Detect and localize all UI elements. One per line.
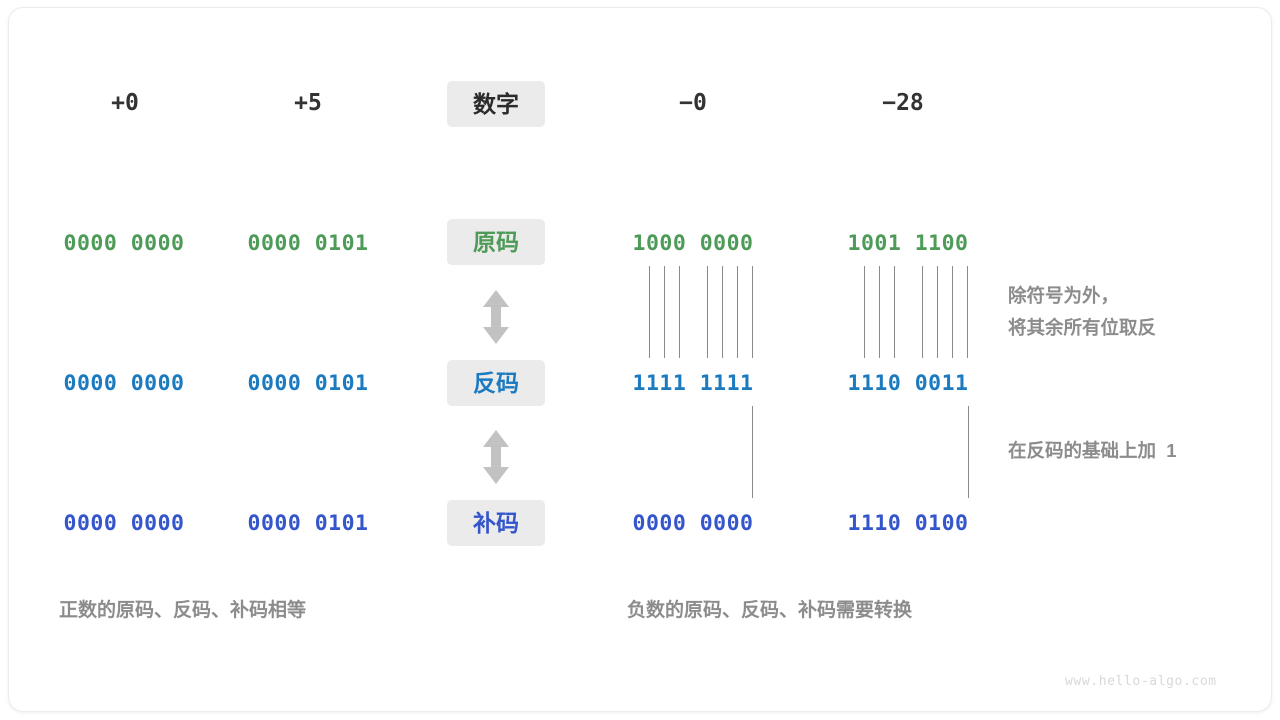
connector-line [679,266,680,358]
diagram-card [9,8,1271,711]
connector-line [879,266,880,358]
annotation-add-one: 在反码的基础上加 1 [1008,440,1177,461]
column-header-minus-twentyeight: −28 [882,90,924,116]
row-label-yuan: 原码 [447,219,545,265]
connector-line [752,266,753,358]
connector-line [752,406,753,498]
row-label-bu: 补码 [447,500,545,546]
connector-line [894,266,895,358]
annotation-invert-bits-line1: 除符号为外， [1008,285,1120,306]
connector-line [664,266,665,358]
row-label-fan: 反码 [447,360,545,406]
value-bu-minus-zero: 0000 0000 [632,511,754,536]
value-fan-minus-twentyeight: 1110 0011 [847,371,969,396]
column-header-minus-zero: −0 [679,90,707,116]
value-yuan-minus-twentyeight: 1001 1100 [847,231,969,256]
column-header-plus-five: +5 [294,90,322,116]
value-fan-plus-zero: 0000 0000 [63,371,185,396]
connector-line [937,266,938,358]
connector-line [968,406,969,498]
connector-line [649,266,650,358]
watermark: www.hello-algo.com [1065,674,1217,689]
caption-positive: 正数的原码、反码、补码相等 [59,600,307,621]
connector-line [707,266,708,358]
connector-line [967,266,968,358]
value-bu-plus-five: 0000 0101 [247,511,369,536]
double-arrow-icon-yuan-to-fan [478,288,514,351]
connector-line [952,266,953,358]
value-bu-minus-twentyeight: 1110 0100 [847,511,969,536]
double-arrow-icon-fan-to-bu [478,428,514,491]
value-bu-plus-zero: 0000 0000 [63,511,185,536]
connector-line [737,266,738,358]
annotation-invert-bits-line2: 将其余所有位取反 [1008,317,1157,338]
value-yuan-plus-zero: 0000 0000 [63,231,185,256]
value-yuan-minus-zero: 1000 0000 [632,231,754,256]
connector-line [864,266,865,358]
column-header-plus-zero: +0 [111,90,139,116]
row-label-number: 数字 [447,81,545,127]
caption-negative: 负数的原码、反码、补码需要转换 [627,600,913,621]
value-fan-plus-five: 0000 0101 [247,371,369,396]
connector-line [922,266,923,358]
connector-line [722,266,723,358]
value-yuan-plus-five: 0000 0101 [247,231,369,256]
value-fan-minus-zero: 1111 1111 [632,371,754,396]
